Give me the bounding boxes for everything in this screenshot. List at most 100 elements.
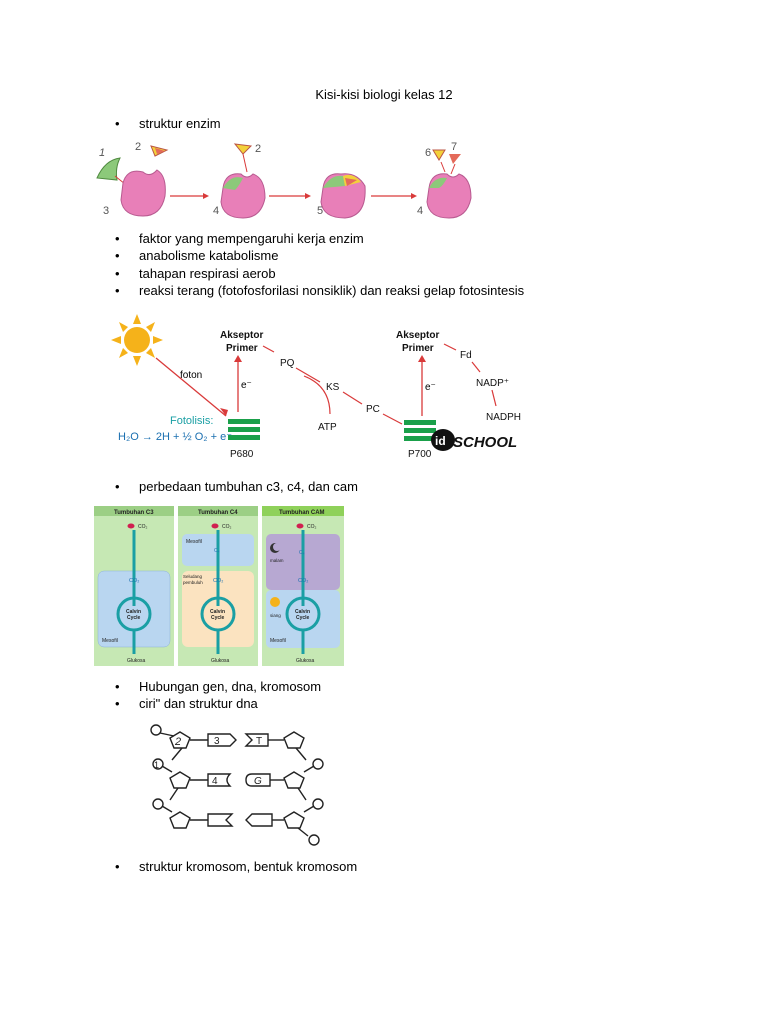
ks-label: KS [326, 382, 340, 393]
bullet-text: anabolisme katabolisme [139, 248, 279, 263]
photosystem-bar [404, 436, 436, 441]
cam-title: Tumbuhan CAM [279, 510, 325, 516]
bullet-text: reaksi terang (fotofosforilasi nonsiklik… [139, 283, 525, 298]
svg-text:Glukosa: Glukosa [296, 658, 315, 664]
bullet-text: struktur kromosom, bentuk kromosom [139, 859, 358, 874]
svg-text:Calvin: Calvin [126, 609, 141, 615]
bullet-dot: • [115, 231, 120, 246]
svg-text:SCHOOL: SCHOOL [453, 434, 517, 451]
nadph-label: NADPH [486, 412, 521, 423]
substrate-shape [155, 148, 165, 154]
photolysis-equation: H₂O → 2H + ½ O₂ + e⁻ [118, 431, 232, 443]
svg-text:Glukosa: Glukosa [211, 658, 230, 664]
label-4: 4 [213, 205, 219, 217]
photosystem-bar [404, 428, 436, 433]
bullet-item: •struktur enzim [115, 115, 221, 132]
photosystem-bar [404, 420, 436, 425]
c4-title: Tumbuhan C4 [198, 510, 238, 516]
bullet-dot: • [115, 248, 120, 263]
sun-icon [270, 597, 280, 607]
idschool-logo: id SCHOOL [431, 429, 517, 451]
light-reaction-diagram: foton Akseptor Primer e⁻ Fotolisis: H₂O … [111, 314, 521, 460]
cam-panel: Tumbuhan CAM CO₂ malam C₄ CO₂ siang Calv… [262, 506, 344, 666]
dna-label-1: 1 [154, 760, 159, 770]
nadp-label: NADP⁺ [476, 378, 509, 389]
p680-label: P680 [230, 449, 254, 460]
foton-label: foton [180, 370, 202, 381]
bullet-item: • tahapan respirasi aerob [115, 265, 276, 282]
svg-text:Mesofil: Mesofil [186, 539, 202, 545]
atp-label: ATP [318, 422, 337, 433]
bullet-dot: • [115, 479, 120, 494]
p700-label: P700 [408, 449, 432, 460]
dna-label-t: T [256, 736, 262, 747]
bullet-item: • Hubungan gen, dna, kromosom [115, 678, 321, 695]
label-4b: 4 [417, 205, 423, 217]
svg-text:Calvin: Calvin [295, 609, 310, 615]
bullet-item: •faktor yang mempengaruhi kerja enzim [115, 230, 364, 247]
primer-label: Primer [226, 343, 258, 354]
label-2: 2 [135, 141, 141, 153]
electron-label: e⁻ [241, 380, 252, 391]
bullet-item: • ciri" dan struktur dna [115, 695, 258, 712]
enzyme-shape [120, 169, 166, 217]
svg-text:CO₂: CO₂ [222, 524, 232, 530]
bullet-dot: • [115, 266, 120, 281]
c4-panel: Tumbuhan C4 CO₂ Mesofil C₄ Seludang pemb… [178, 506, 258, 666]
bullet-item: • reaksi terang (fotofosforilasi nonsikli… [115, 282, 524, 299]
c3-panel: Tumbuhan C3 CO₂ CO₂ Calvin Cycle Mesofil… [94, 506, 174, 666]
bullet-text: ciri" dan struktur dna [139, 696, 258, 711]
bullet-dot: • [115, 679, 120, 694]
dna-label-g: G [254, 776, 262, 787]
bullet-text: tahapan respirasi aerob [139, 266, 276, 281]
bullet-text: perbedaan tumbuhan c3, c4, dan cam [139, 479, 358, 494]
label-3: 3 [103, 205, 109, 217]
primer-label: Primer [402, 343, 434, 354]
dna-label-2: 2 [174, 736, 181, 748]
bullet-dot: • [115, 696, 120, 711]
photosystem-bar [228, 419, 260, 424]
svg-text:C₄: C₄ [299, 550, 305, 556]
svg-text:pembuluh: pembuluh [183, 580, 203, 585]
svg-text:C₄: C₄ [214, 548, 220, 554]
label-5: 5 [317, 205, 323, 217]
label-6: 6 [425, 147, 431, 159]
photosystem-bar [228, 427, 260, 432]
svg-text:Cycle: Cycle [296, 615, 310, 621]
svg-text:CO₂: CO₂ [298, 578, 308, 584]
fd-label: Fd [460, 350, 472, 361]
substrate-shape [96, 157, 121, 181]
enzyme-shape [220, 173, 266, 219]
enzyme-shape [426, 173, 472, 219]
label-7: 7 [451, 141, 457, 153]
dna-label-3: 3 [214, 736, 220, 747]
svg-text:Mesofil: Mesofil [102, 638, 118, 644]
svg-text:Cycle: Cycle [211, 615, 225, 621]
label-1: 1 [99, 147, 105, 159]
svg-text:CO₂: CO₂ [307, 524, 317, 530]
label-2b: 2 [255, 143, 261, 155]
page-title: Kisi-kisi biologi kelas 12 [315, 87, 453, 102]
svg-text:Cycle: Cycle [127, 615, 141, 621]
svg-text:siang: siang [270, 613, 281, 618]
svg-text:Glukosa: Glukosa [127, 658, 146, 664]
c3-title: Tumbuhan C3 [114, 510, 154, 516]
akseptor-label: Akseptor [220, 330, 263, 341]
bullet-dot: • [115, 283, 120, 298]
pq-label: PQ [280, 358, 295, 369]
svg-text:Calvin: Calvin [210, 609, 225, 615]
bullet-item: •struktur kromosom, bentuk kromosom [115, 858, 357, 875]
svg-text:Mesofil: Mesofil [270, 638, 286, 644]
bullet-item: • perbedaan tumbuhan c3, c4, dan cam [115, 478, 358, 495]
svg-text:id: id [435, 434, 446, 448]
electron-label: e⁻ [425, 382, 436, 393]
enzyme-structure-figure: 1 2 3 2 4 5 6 7 4 [96, 141, 472, 219]
substrate-shape [223, 177, 243, 190]
svg-text:CO₂: CO₂ [213, 578, 223, 584]
akseptor-label: Akseptor [396, 330, 439, 341]
sun-icon [111, 314, 163, 366]
svg-text:CO₂: CO₂ [138, 524, 148, 530]
bullet-item: • anabolisme katabolisme [115, 247, 278, 264]
svg-text:malam: malam [270, 558, 284, 563]
bullet-text: Hubungan gen, dna, kromosom [139, 679, 322, 694]
